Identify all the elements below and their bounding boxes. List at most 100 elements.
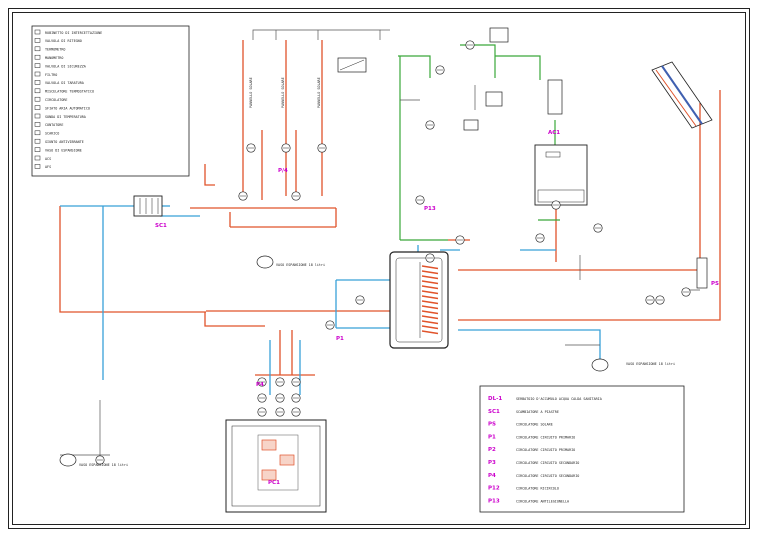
pump-icon	[425, 120, 435, 130]
coil-segment	[421, 330, 439, 335]
label-ps: PS	[711, 281, 719, 287]
legend-row: ACS	[34, 155, 51, 161]
legend-row: FILTRO	[34, 71, 57, 77]
legend-text: SONDA DI TEMPERATURA	[45, 115, 86, 119]
panel-caption-3: PANNELLO SOLARE	[317, 77, 321, 108]
drain-icon	[34, 130, 41, 136]
coil-segment	[421, 300, 439, 305]
legend-text: MISCELATORE TERMOSTATICO	[45, 90, 94, 94]
pump-icon	[291, 377, 301, 387]
table-code: P1	[488, 434, 496, 440]
panel-caption-1: PANNELLO SOLARE	[249, 77, 253, 108]
label-p13: P13	[424, 206, 436, 212]
table-code: P2	[488, 447, 496, 453]
pump-icon	[681, 287, 691, 297]
legend-row: SCARICO	[34, 130, 59, 136]
legend-text: FILTRO	[45, 73, 57, 77]
legend-row: CONTATORE	[34, 122, 63, 127]
note-1: VASO ESPANSIONE 18 litri	[276, 263, 325, 267]
coil-segment	[421, 325, 439, 330]
pump-icon	[325, 320, 335, 330]
table-desc: CIRCOLATORE ANTILEGIONELLA	[516, 499, 569, 503]
legend-text: ACS	[45, 157, 51, 161]
legend-text: SCARICO	[45, 132, 59, 136]
table-code: P3	[488, 460, 496, 466]
pump-icon	[281, 143, 291, 153]
coil-segment	[421, 285, 439, 290]
legend-text: GIUNTO ANTIVIBRANTE	[45, 140, 84, 144]
pump-icon	[238, 191, 248, 201]
table-desc: SCAMBIATORE A PIASTRE	[516, 410, 559, 414]
legend-text: AFS	[45, 165, 51, 169]
pump-icon	[455, 235, 465, 245]
label-p4: P4	[256, 382, 264, 388]
label-icon	[34, 164, 41, 169]
pump-icon	[425, 253, 435, 263]
storage-tank	[389, 251, 449, 349]
pump-icon	[275, 407, 285, 417]
coil-segment	[421, 265, 439, 270]
pump-icon	[275, 393, 285, 403]
drawing-inner-frame	[12, 12, 746, 525]
pumps	[95, 40, 691, 465]
legend-row: AFS	[34, 164, 51, 169]
table-row: P13 CIRCOLATORE ANTILEGIONELLA	[488, 498, 569, 504]
pump-icon	[291, 407, 301, 417]
label-p1: P1	[336, 336, 344, 342]
legend-text: CIRCOLATORE	[45, 98, 67, 102]
pump-icon	[593, 223, 603, 233]
label-sc1: SC1	[155, 223, 167, 229]
component-labels: SC1 PC1 PS AC1 P/4 P4 P1 P13	[155, 130, 719, 486]
pc1-room	[225, 419, 327, 513]
coil-segment	[421, 275, 439, 280]
pump-icon	[275, 377, 285, 387]
legend-row: VASO DI ESPANSIONE	[34, 147, 82, 152]
legend-row: GIUNTO ANTIVIBRANTE	[34, 138, 84, 144]
solar-collector	[651, 61, 713, 129]
table-code: P13	[488, 498, 500, 504]
pump-icon	[34, 96, 41, 102]
valve-icon	[34, 80, 41, 85]
table-code: P4	[488, 473, 496, 479]
coil-segment	[421, 305, 439, 310]
filter-icon	[34, 71, 41, 77]
pump-icon	[291, 393, 301, 403]
legend-row: MISCELATORE TERMOSTATICO	[34, 88, 94, 94]
pump-icon	[257, 407, 267, 417]
tank-icon	[34, 147, 41, 152]
heat-exchanger-sc1	[133, 195, 163, 217]
legend-text: TERMOMETRO	[45, 48, 65, 52]
pump-icon	[291, 191, 301, 201]
valve-icon	[34, 38, 41, 43]
pump-icon	[257, 377, 267, 387]
legend-text: SFIATO ARIA AUTOMATICO	[45, 106, 90, 110]
label-pm: P/4	[278, 168, 288, 174]
table-desc: CIRCOLATORE RICIRCOLO	[516, 487, 559, 491]
legend-text: VALVOLA DI RITEGNO	[45, 39, 82, 43]
legend-text: VASO DI ESPANSIONE	[45, 148, 82, 152]
pump-icon	[257, 393, 267, 403]
vent-icon	[34, 105, 41, 110]
table-desc: CIRCOLATORE CIRCUITO SECONDARIO	[516, 461, 579, 465]
mixer-icon	[34, 88, 41, 94]
coil-segment	[421, 320, 439, 325]
control-box	[337, 57, 367, 73]
coil-segment	[421, 290, 439, 295]
right-radiator	[696, 257, 708, 289]
pump-icon	[655, 295, 665, 305]
gas-pipes	[398, 44, 560, 241]
legend-row: SFIATO ARIA AUTOMATICO	[34, 105, 90, 110]
coil-segment	[421, 270, 439, 275]
pump-icon	[246, 143, 256, 153]
legend-text: MANOMETRO	[45, 56, 63, 60]
table-desc: SERBATOIO D'ACCUMULO ACQUA CALDA SANITAR…	[516, 397, 602, 401]
coil-segment	[421, 280, 439, 285]
legend-text: VALVOLA DI SICUREZZA	[45, 64, 86, 68]
